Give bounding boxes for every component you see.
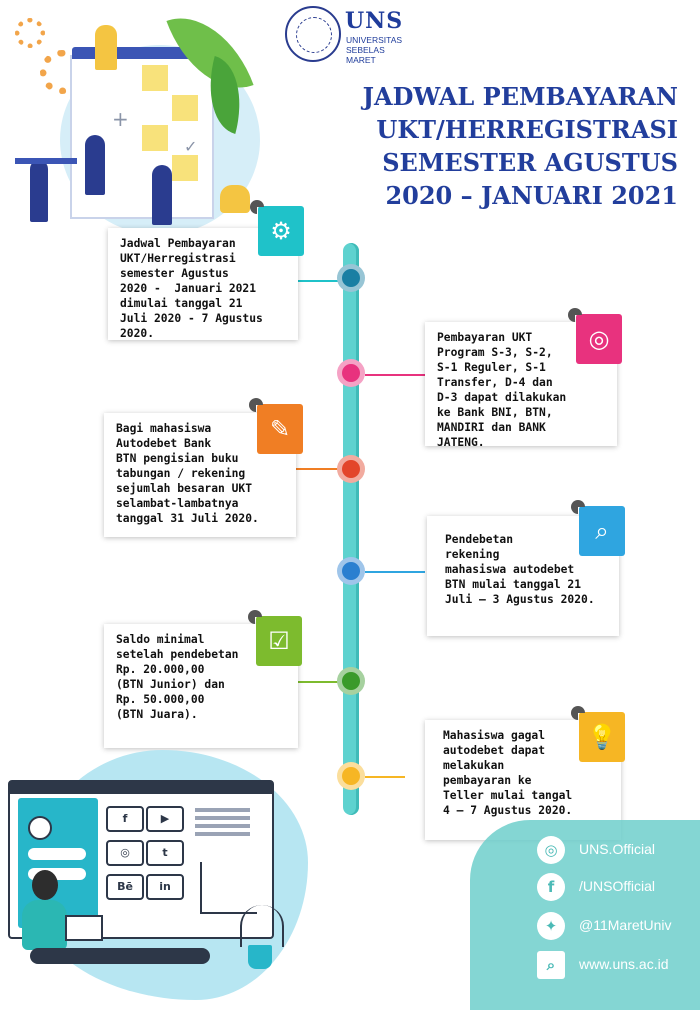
lightbulb-icon: 💡 [587,723,617,751]
mockup-field [28,848,86,860]
social-label: @11MaretUniv [579,917,672,933]
person-figure [220,185,250,213]
behance-icon: Bē [106,874,144,900]
timeline-spine [343,243,359,815]
magnifier-icon: ⌕ [595,517,609,545]
social-label: UNS.Official [579,841,655,857]
youtube-icon: ▶ [146,806,184,832]
page-title: JADWAL PEMBAYARAN UKT/HERREGISTRASI SEME… [348,80,678,212]
timeline-connector [365,776,405,778]
timeline-card: Saldo minimal setelah pendebetan Rp. 20.… [104,624,298,748]
website-mockup-illustration: f ▶ ◎ t Bē in [8,780,274,939]
timeline-card: Bagi mahasiswa Autodebet Bank BTN pengis… [104,413,296,537]
social-row-website[interactable]: ⌕ www.uns.ac.id [537,951,700,979]
timeline-connector [365,571,425,573]
plus-icon: + [112,107,129,131]
gear-icon: ⚙ [270,217,292,245]
timeline-connector [298,280,338,282]
timeline-card-text: Pembayaran UKT Program S-3, S-2, S-1 Reg… [437,331,567,449]
mockup-title-bar [10,782,272,794]
instagram-icon: ◎ [106,840,144,866]
card-icon-tab: ⌕ [579,506,625,556]
card-icon-tab: ☑ [256,616,302,666]
plant-leaves-illustration [240,905,284,947]
timeline-card-text: Pendebetan rekening mahasiswa autodebet … [445,533,595,606]
person-figure [95,25,117,70]
gear-illustration [15,18,45,48]
uns-seal-icon [285,6,341,62]
person-head [32,870,58,900]
mockup-text-lines [195,808,250,812]
person-with-laptop-illustration [10,870,210,980]
plant-pot-illustration [248,945,272,969]
search-icon: ⌕ [537,951,565,979]
facebook-icon: f [106,806,144,832]
person-figure [30,160,48,222]
uns-logo: UNS UNIVERSITAS SEBELAS MARET [285,6,405,66]
social-label: /UNSOfficial [579,878,655,894]
card-icon-tab: ◎ [576,314,622,364]
timeline-card-text: Mahasiswa gagal autodebet dapat melakuka… [443,729,573,817]
facebook-icon: f [537,873,565,901]
timeline-node [337,359,365,387]
title-line: SEMESTER AGUSTUS [382,148,678,177]
sticky-note [172,155,198,181]
timeline-card-text: Saldo minimal setelah pendebetan Rp. 20.… [116,633,239,721]
target-icon: ◎ [588,325,610,353]
social-row-instagram[interactable]: ◎ UNS.Official [537,836,700,864]
timeline-card-text: Jadwal Pembayaran UKT/Herregistrasi seme… [120,237,263,340]
timeline-card-text: Bagi mahasiswa Autodebet Bank BTN pengis… [116,422,259,525]
timeline-node [337,667,365,695]
card-icon-tab: 💡 [579,712,625,762]
card-icon-tab: ⚙ [258,206,304,256]
sticky-note [172,95,198,121]
laptop [65,915,103,941]
avatar [28,816,52,840]
person-figure [152,165,172,225]
person-figure [85,135,105,195]
pencil-illustration [15,158,77,164]
timeline-card: Jadwal Pembayaran UKT/Herregistrasi seme… [108,228,298,340]
title-line: JADWAL PEMBAYARAN [362,82,678,111]
timeline-connector [298,681,338,683]
logo-wordmark: UNS [345,8,404,34]
timeline-connector [365,374,425,376]
timeline-node [337,762,365,790]
person-legs [30,948,210,964]
timeline-node [337,557,365,585]
person-body [22,900,67,950]
sticky-note [142,125,168,151]
social-row-twitter[interactable]: ✦ @11MaretUniv [537,912,700,940]
twitter-icon: t [146,840,184,866]
checklist-icon: ☑ [268,627,290,655]
check-icon: ✓ [184,137,198,156]
twitter-icon: ✦ [537,912,565,940]
title-line: UKT/HERREGISTRASI [376,115,678,144]
document-edit-icon: ✎ [269,415,291,443]
social-label: www.uns.ac.id [579,956,669,972]
timeline-connector [296,468,338,470]
title-line: 2020 – JANUARI 2021 [385,181,678,210]
university-line-1: UNIVERSITAS [346,35,403,45]
university-name: UNIVERSITAS SEBELAS MARET [346,35,405,65]
card-icon-tab: ✎ [257,404,303,454]
line-chart-icon [200,862,257,914]
timeline-node [337,264,365,292]
instagram-icon: ◎ [537,836,565,864]
timeline-node [337,455,365,483]
university-line-2: SEBELAS MARET [346,45,385,65]
sticky-note [142,65,168,91]
linkedin-icon: in [146,874,184,900]
social-row-facebook[interactable]: f /UNSOfficial [537,873,700,901]
social-media-panel [470,820,700,1010]
